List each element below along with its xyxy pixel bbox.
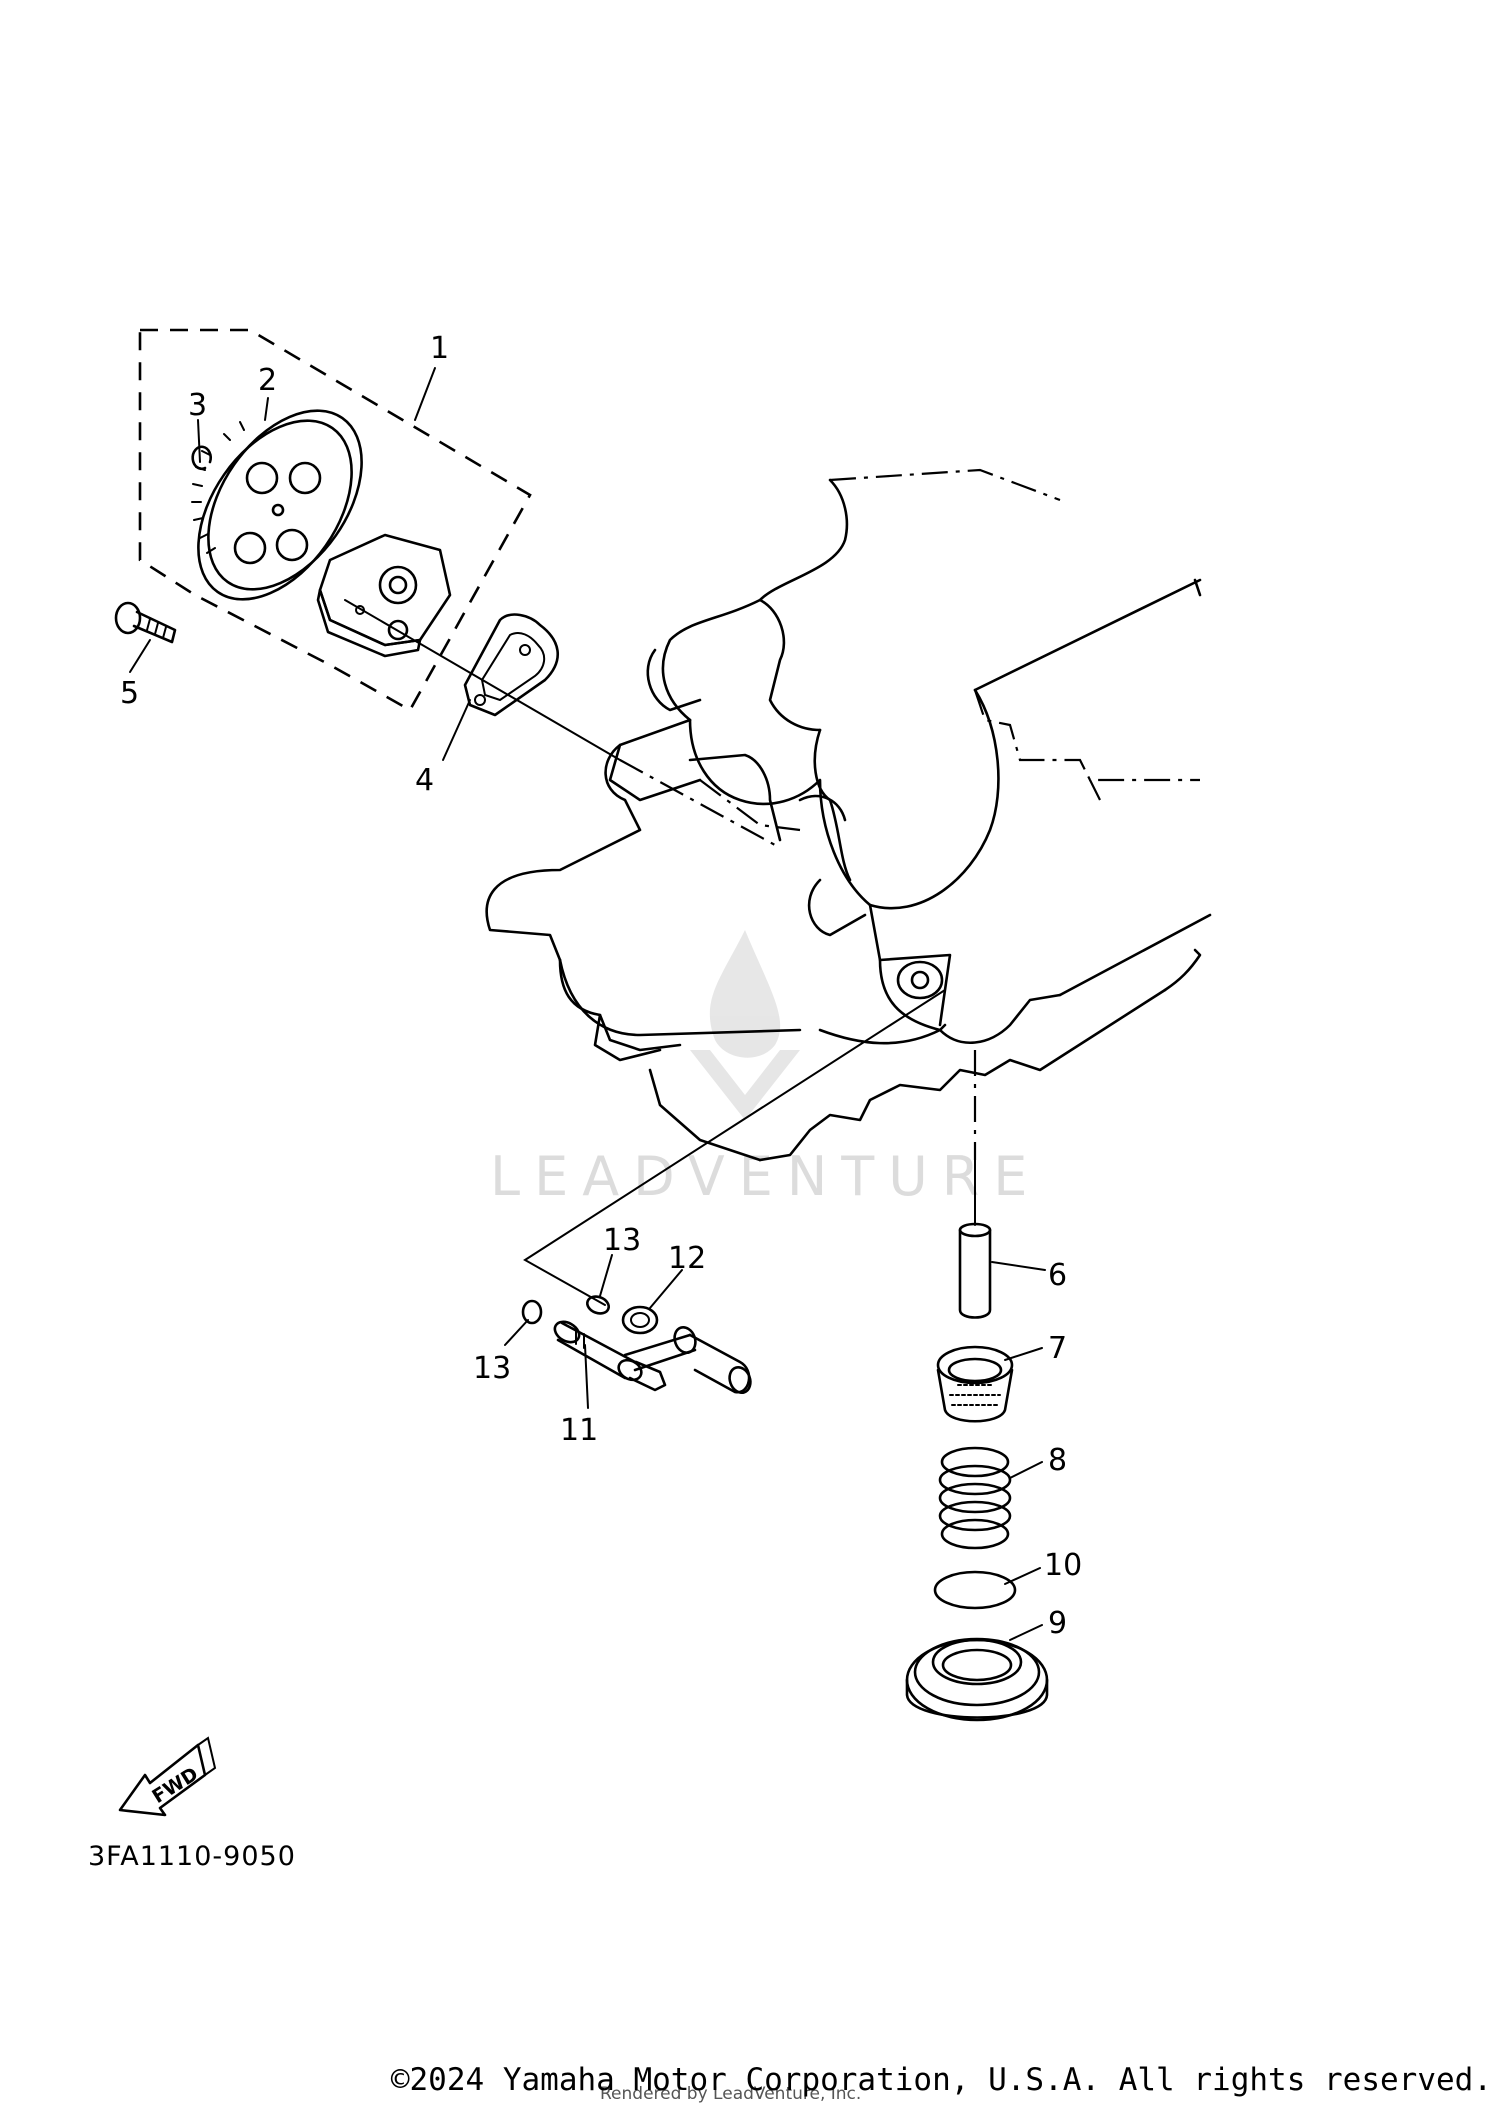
drain-plug xyxy=(905,1637,1049,1722)
crankcase-outline xyxy=(485,468,1212,1162)
leadventure-watermark-logo: LEADVENTURE xyxy=(490,930,1041,1208)
callout-13-upper: 13 xyxy=(603,1223,641,1258)
rendered-by-text: Rendered by LeadVenture, Inc. xyxy=(600,2084,862,2104)
copyright-text: ©2024 Yamaha Motor Corporation, U.S.A. A… xyxy=(390,2062,1492,2098)
callout-7: 7 xyxy=(1048,1331,1067,1366)
callout-8: 8 xyxy=(1048,1443,1067,1478)
circlip xyxy=(191,445,212,470)
oil-pump-gear xyxy=(191,409,363,601)
pipe-leader-line xyxy=(523,989,946,1306)
oil-pipe xyxy=(958,1222,992,1319)
diagram-part-code: 3FA1110-9050 xyxy=(88,1841,296,1872)
oil-delivery-pipe xyxy=(553,1320,752,1394)
kit-outline xyxy=(138,328,532,712)
footer: Rendered by LeadVenture, Inc. ©2024 Yama… xyxy=(0,2062,1500,2104)
compression-spring xyxy=(938,1446,1012,1550)
callout-12: 12 xyxy=(668,1241,706,1276)
pan-head-screw xyxy=(114,601,177,644)
forward-arrow-icon: FWD xyxy=(118,1736,217,1817)
assembly-axis-hidden xyxy=(619,759,776,846)
callout-9: 9 xyxy=(1048,1606,1067,1641)
pipe-clip xyxy=(621,1305,659,1335)
callout-6: 6 xyxy=(1048,1258,1067,1293)
oil-pump-gasket xyxy=(463,613,560,717)
callout-3: 3 xyxy=(188,388,207,423)
o-ring-plug xyxy=(933,1570,1017,1610)
o-ring-upper xyxy=(586,1295,610,1315)
assembly-axis-line xyxy=(344,599,621,761)
watermark-text: LEADVENTURE xyxy=(490,1145,1041,1208)
o-ring-lower xyxy=(521,1299,543,1325)
callout-13-lower: 13 xyxy=(473,1351,511,1386)
callout-5: 5 xyxy=(120,676,139,711)
callout-10: 10 xyxy=(1044,1548,1082,1583)
fwd-label: FWD xyxy=(148,1763,202,1808)
callout-11: 11 xyxy=(560,1413,598,1448)
callout-2: 2 xyxy=(258,363,277,398)
callout-4: 4 xyxy=(415,763,434,798)
oil-strainer xyxy=(936,1345,1014,1423)
oil-pump-body xyxy=(316,533,452,658)
callout-1: 1 xyxy=(430,331,449,366)
